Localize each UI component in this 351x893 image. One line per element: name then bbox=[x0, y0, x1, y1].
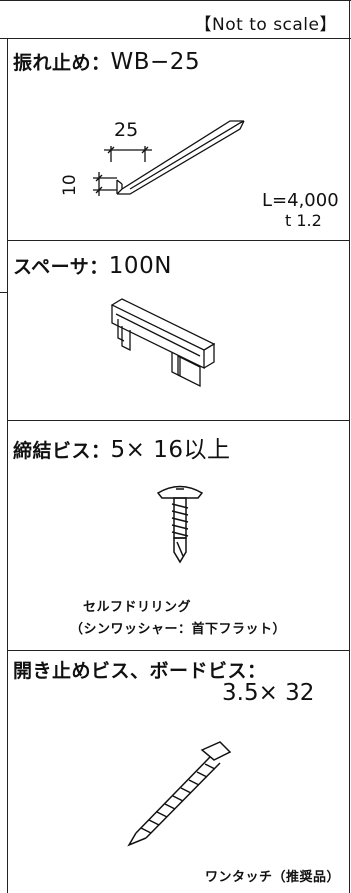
outer-stub-line bbox=[0, 292, 8, 293]
sway-brace-drawing bbox=[93, 120, 245, 196]
screw-caption-line1: セルフドリリング bbox=[83, 600, 192, 615]
fastening-screw-label: 締結ビス： bbox=[13, 440, 111, 462]
spacer-front-face bbox=[111, 305, 205, 370]
spacer-drawing bbox=[110, 298, 216, 388]
spacer-lug-left bbox=[121, 326, 131, 352]
spacer-lug-bottom bbox=[177, 354, 201, 388]
dim-10-leader bbox=[93, 172, 117, 196]
screw-tip-flute bbox=[176, 541, 184, 557]
dim-25-ticks bbox=[107, 146, 149, 154]
self-drilling-screw-drawing bbox=[156, 485, 204, 564]
screw-threads bbox=[171, 503, 189, 537]
sway-brace-spec: WB−25 bbox=[110, 49, 201, 75]
board-screw-caption: ワンタッチ（推奨品） bbox=[205, 870, 341, 885]
section-divider-1 bbox=[7, 240, 350, 241]
spacer-right-face bbox=[203, 342, 215, 369]
right-border bbox=[349, 0, 350, 893]
thickness-note: t 1.2 bbox=[285, 211, 322, 230]
section-title-spacer: スペーサ：100N bbox=[13, 252, 172, 279]
drywall-screw-threads bbox=[140, 763, 216, 834]
sway-brace-label: 振れ止め： bbox=[13, 52, 111, 74]
channel-front bbox=[116, 179, 123, 194]
spacer-label: スペーサ： bbox=[13, 256, 109, 278]
length-note: L=4,000 bbox=[262, 190, 339, 211]
top-border bbox=[0, 0, 351, 1]
scale-note: 【Not to scale】 bbox=[194, 15, 337, 35]
section-title-sway-brace: 振れ止め：WB−25 bbox=[13, 48, 200, 75]
channel-flange bbox=[121, 120, 245, 190]
screw-head bbox=[156, 485, 204, 499]
spacer-lug-right bbox=[171, 352, 181, 378]
fastening-screw-spec: 5× 16以上 bbox=[110, 437, 231, 463]
drywall-screw-head bbox=[200, 741, 232, 761]
board-screw-label: 開き止めビス、ボードビス： bbox=[13, 660, 267, 682]
spacer-spec: 100N bbox=[108, 253, 172, 279]
screw-caption-line2: （シンワッシャー：首下フラット） bbox=[70, 622, 287, 637]
spacer-groove bbox=[115, 313, 201, 357]
drywall-screw-shank-left bbox=[135, 756, 211, 834]
dim-25-leader bbox=[104, 146, 152, 162]
section-title-board-screw: 開き止めビス、ボードビス： bbox=[13, 656, 267, 683]
section-divider-2 bbox=[7, 420, 350, 421]
board-screw-spec: 3.5× 32 bbox=[222, 680, 315, 706]
section-title-fastening-screw: 締結ビス：5× 16以上 bbox=[13, 430, 231, 464]
section-divider-3 bbox=[7, 650, 350, 651]
channel-inner-edge bbox=[117, 120, 245, 195]
header-divider bbox=[0, 38, 351, 39]
left-border bbox=[7, 38, 8, 893]
dim-width-label: 25 bbox=[114, 119, 139, 141]
drywall-screw-tip bbox=[127, 832, 147, 847]
screw-drill-tip bbox=[173, 537, 187, 564]
channel-outer-edge bbox=[116, 120, 244, 195]
dim-10-ticks bbox=[95, 174, 103, 194]
spacer-lug-mid bbox=[117, 319, 125, 342]
